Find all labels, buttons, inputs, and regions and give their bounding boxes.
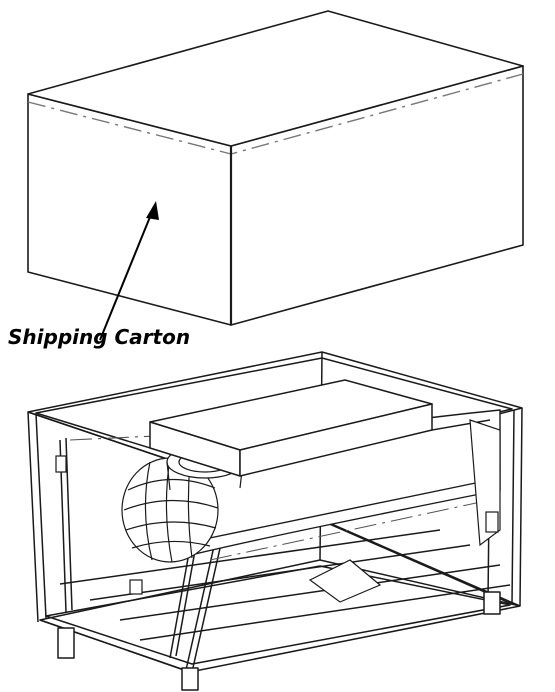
shipping-carton-box [27,10,524,326]
carton-top-face [27,10,524,147]
shipping-carton-label: Shipping Carton [8,325,191,349]
arrow-icon [99,201,159,341]
accessory-box [149,379,433,477]
mounting-brackets [55,419,501,603]
